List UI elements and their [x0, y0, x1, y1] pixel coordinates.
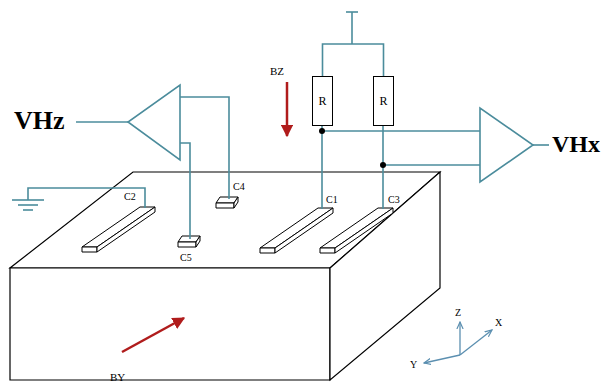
ground-symbol: [12, 200, 44, 210]
voltage-output-label: VHz: [14, 108, 65, 134]
resistor-symbol: R: [312, 76, 333, 126]
field-label: BY: [110, 372, 125, 383]
axis-label: X: [495, 318, 502, 328]
contact-label: C5: [180, 253, 192, 263]
field-arrow: [122, 318, 184, 352]
wire-connector: [323, 44, 384, 76]
substrate-block: [10, 172, 440, 380]
junction-dots: [319, 128, 386, 168]
resistor-label: R: [318, 95, 326, 107]
axis-label: Y: [410, 360, 417, 370]
axis-arrows: [424, 322, 492, 363]
wires: [28, 12, 549, 239]
contact-label: C4: [233, 182, 245, 192]
contact-label: C1: [326, 195, 338, 205]
axis-label: Z: [455, 308, 461, 318]
contact-label: C2: [124, 192, 136, 202]
voltage-output-label: VHx: [552, 132, 600, 156]
field-arrow: [286, 82, 289, 136]
resistor-label: R: [379, 95, 387, 107]
contact-bars: [82, 197, 393, 253]
contact-label: C3: [388, 195, 400, 205]
field-label: BZ: [270, 66, 284, 77]
resistor-symbol: R: [373, 76, 394, 126]
